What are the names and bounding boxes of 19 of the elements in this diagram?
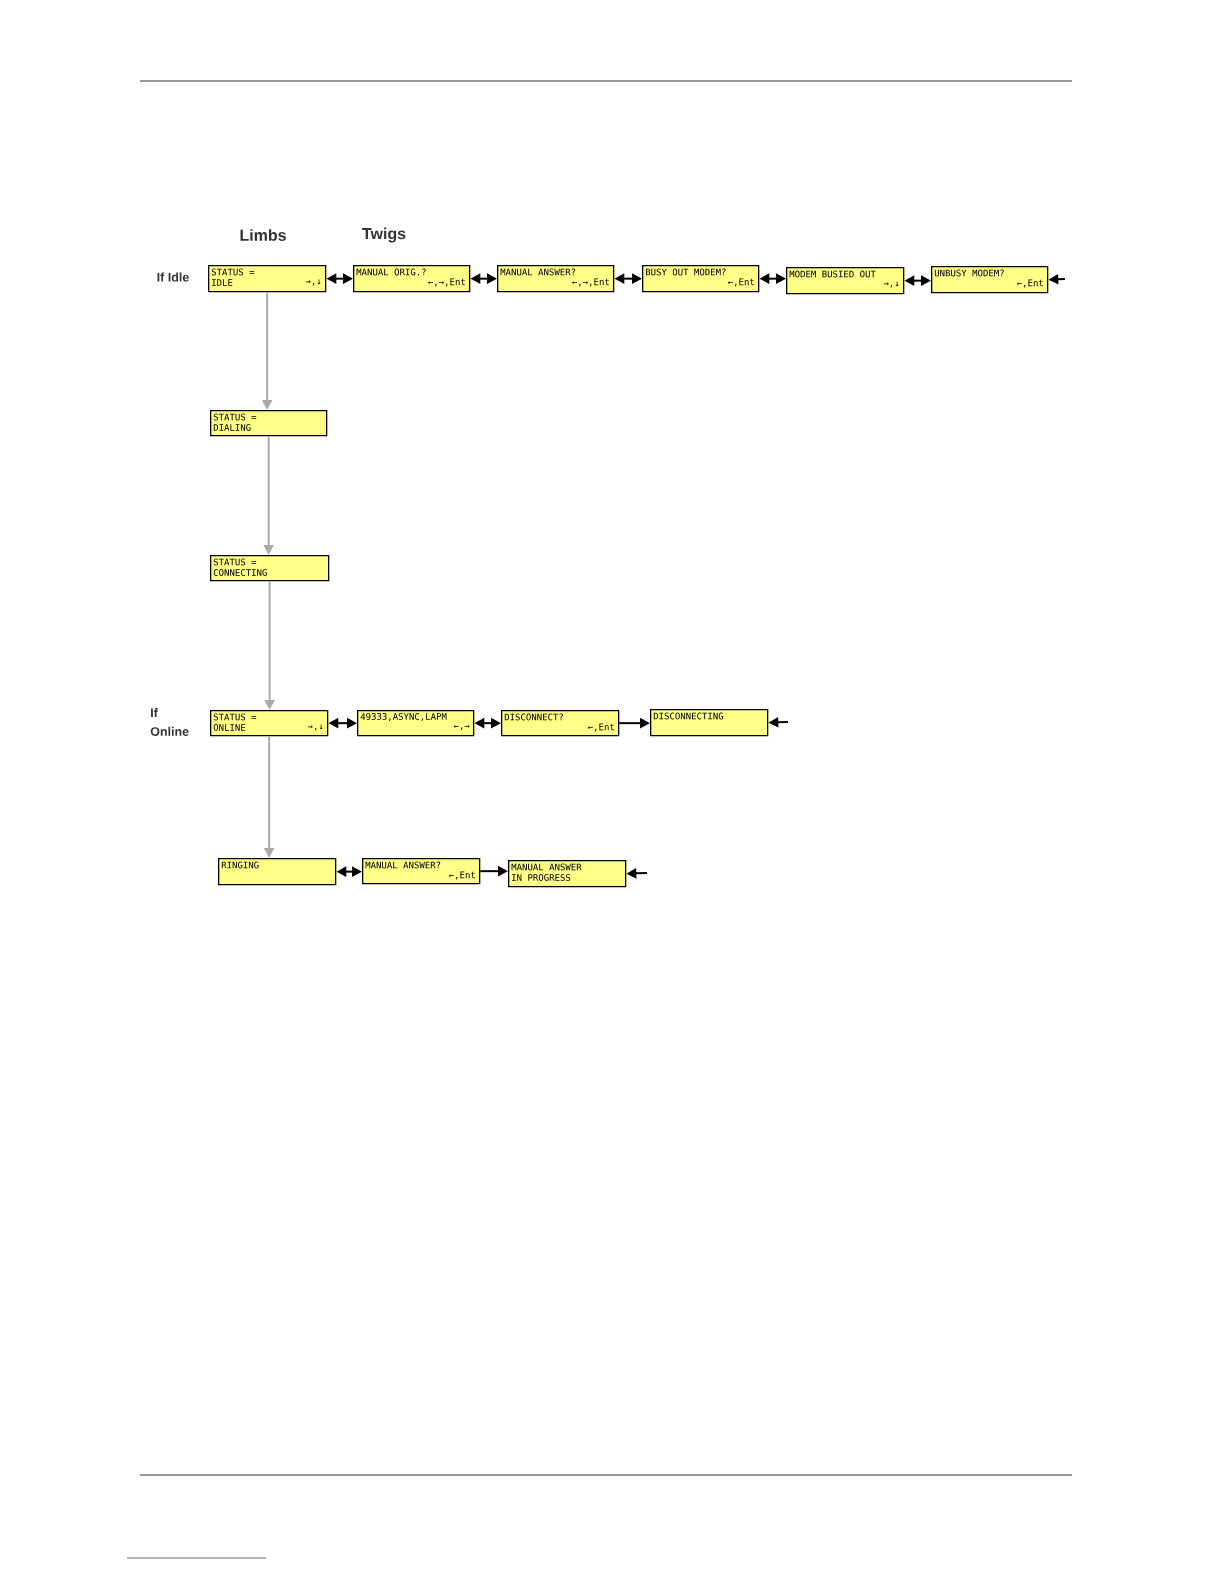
lcd-screen: RINGING xyxy=(218,858,337,886)
lcd-screen: UNBUSY MODEM? ←,Ent xyxy=(931,266,1049,294)
lcd-screen: DISCONNECT? ←,Ent xyxy=(501,710,620,737)
lcd-screen: 49333,ASYNC,LAPM ←,→ xyxy=(357,710,475,737)
lcd-screen: MANUAL ANSWER? ←,Ent xyxy=(362,858,481,885)
row-label: If Online xyxy=(150,708,189,736)
row-label: If Idle xyxy=(157,272,189,282)
lcd-screen: MANUAL ORIG.? ←,→,Ent xyxy=(353,265,471,293)
lcd-screen: MANUAL ANSWER? ←,→,Ent xyxy=(497,265,615,293)
lcd-screen: MODEM BUSIED OUT →,↓ xyxy=(786,267,905,295)
lcd-screen: STATUS = ONLINE →,↓ xyxy=(210,710,329,737)
column-heading: Twigs xyxy=(362,227,406,243)
lcd-screen: STATUS = DIALING xyxy=(210,410,328,437)
lcd-screen: MANUAL ANSWER IN PROGRESS xyxy=(508,860,627,888)
lcd-screen: STATUS = CONNECTING xyxy=(210,555,330,582)
lcd-screen: BUSY OUT MODEM? ←,Ent xyxy=(642,265,760,293)
lcd-screen: STATUS = IDLE →,↓ xyxy=(208,265,327,293)
lcd-screen: DISCONNECTING xyxy=(650,709,769,737)
column-heading: Limbs xyxy=(240,229,286,241)
